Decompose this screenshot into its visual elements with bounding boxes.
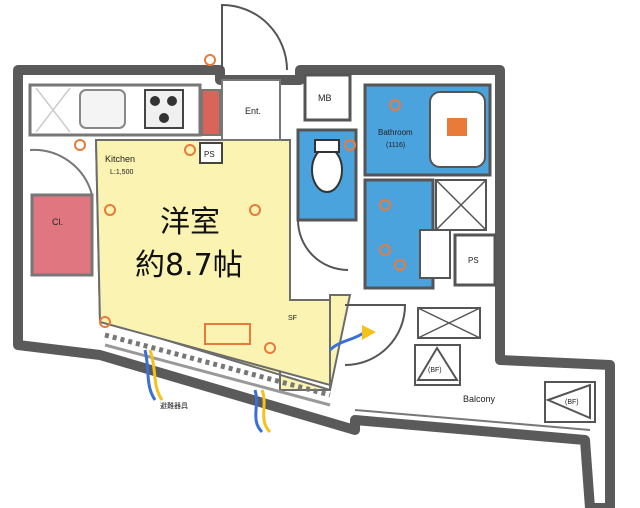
airflow-arrowhead [362,325,376,340]
room-type-label: 洋室 [160,205,220,240]
airflow-arrow-blue [143,349,157,401]
ps-box-top [199,142,223,164]
washing-machine-space [419,229,451,279]
ps-right-label: PS [468,256,479,265]
kitchen-label: Kitchen [105,154,135,164]
toilet-door-swing [297,219,349,271]
bf-left-box [414,344,461,386]
toilet-tank-icon [314,139,340,153]
room-size-label: 約8.7帖 [135,248,243,283]
ps-box-right [453,233,497,287]
fridge-space [201,89,221,136]
outlet-markers [74,54,406,354]
window-sash [104,332,331,407]
balcony-door-swing [344,304,407,366]
airflow-arrow-yellow-2 [260,389,272,434]
burner-icon [167,96,177,106]
toilet-icon [311,147,343,193]
mb-label: MB [318,93,332,103]
closet-label: Cl. [52,217,63,227]
airflow-arrow-yellow [148,349,164,401]
burner-icon [150,96,160,106]
closet-door-swing [29,148,93,196]
bath-control-icon [447,118,467,136]
bf-right-label: (BF) [565,399,579,406]
balcony-label: Balcony [463,394,496,404]
bf-left-label: (BF) [428,367,442,374]
balcony-railing [354,409,591,431]
entrance-area [221,79,281,141]
mb-box [303,73,352,122]
kitchen-width-label: L:1,500 [110,169,133,176]
sf-label: SF [288,315,297,322]
airflow-arrow-blue-2 [253,389,264,434]
tv-outlet-box [204,323,251,345]
kitchen-sink [79,89,126,129]
closet [30,193,94,277]
burner-icon [159,113,169,123]
bathroom-size-label: (1116) [386,142,405,149]
entrance-door-swing [221,3,288,71]
bathroom-label: Bathroom [378,128,413,137]
entrance-label: Ent. [245,106,261,116]
evacuation-note: 避難器具 [160,401,188,410]
ps-top-label: PS [204,150,215,159]
